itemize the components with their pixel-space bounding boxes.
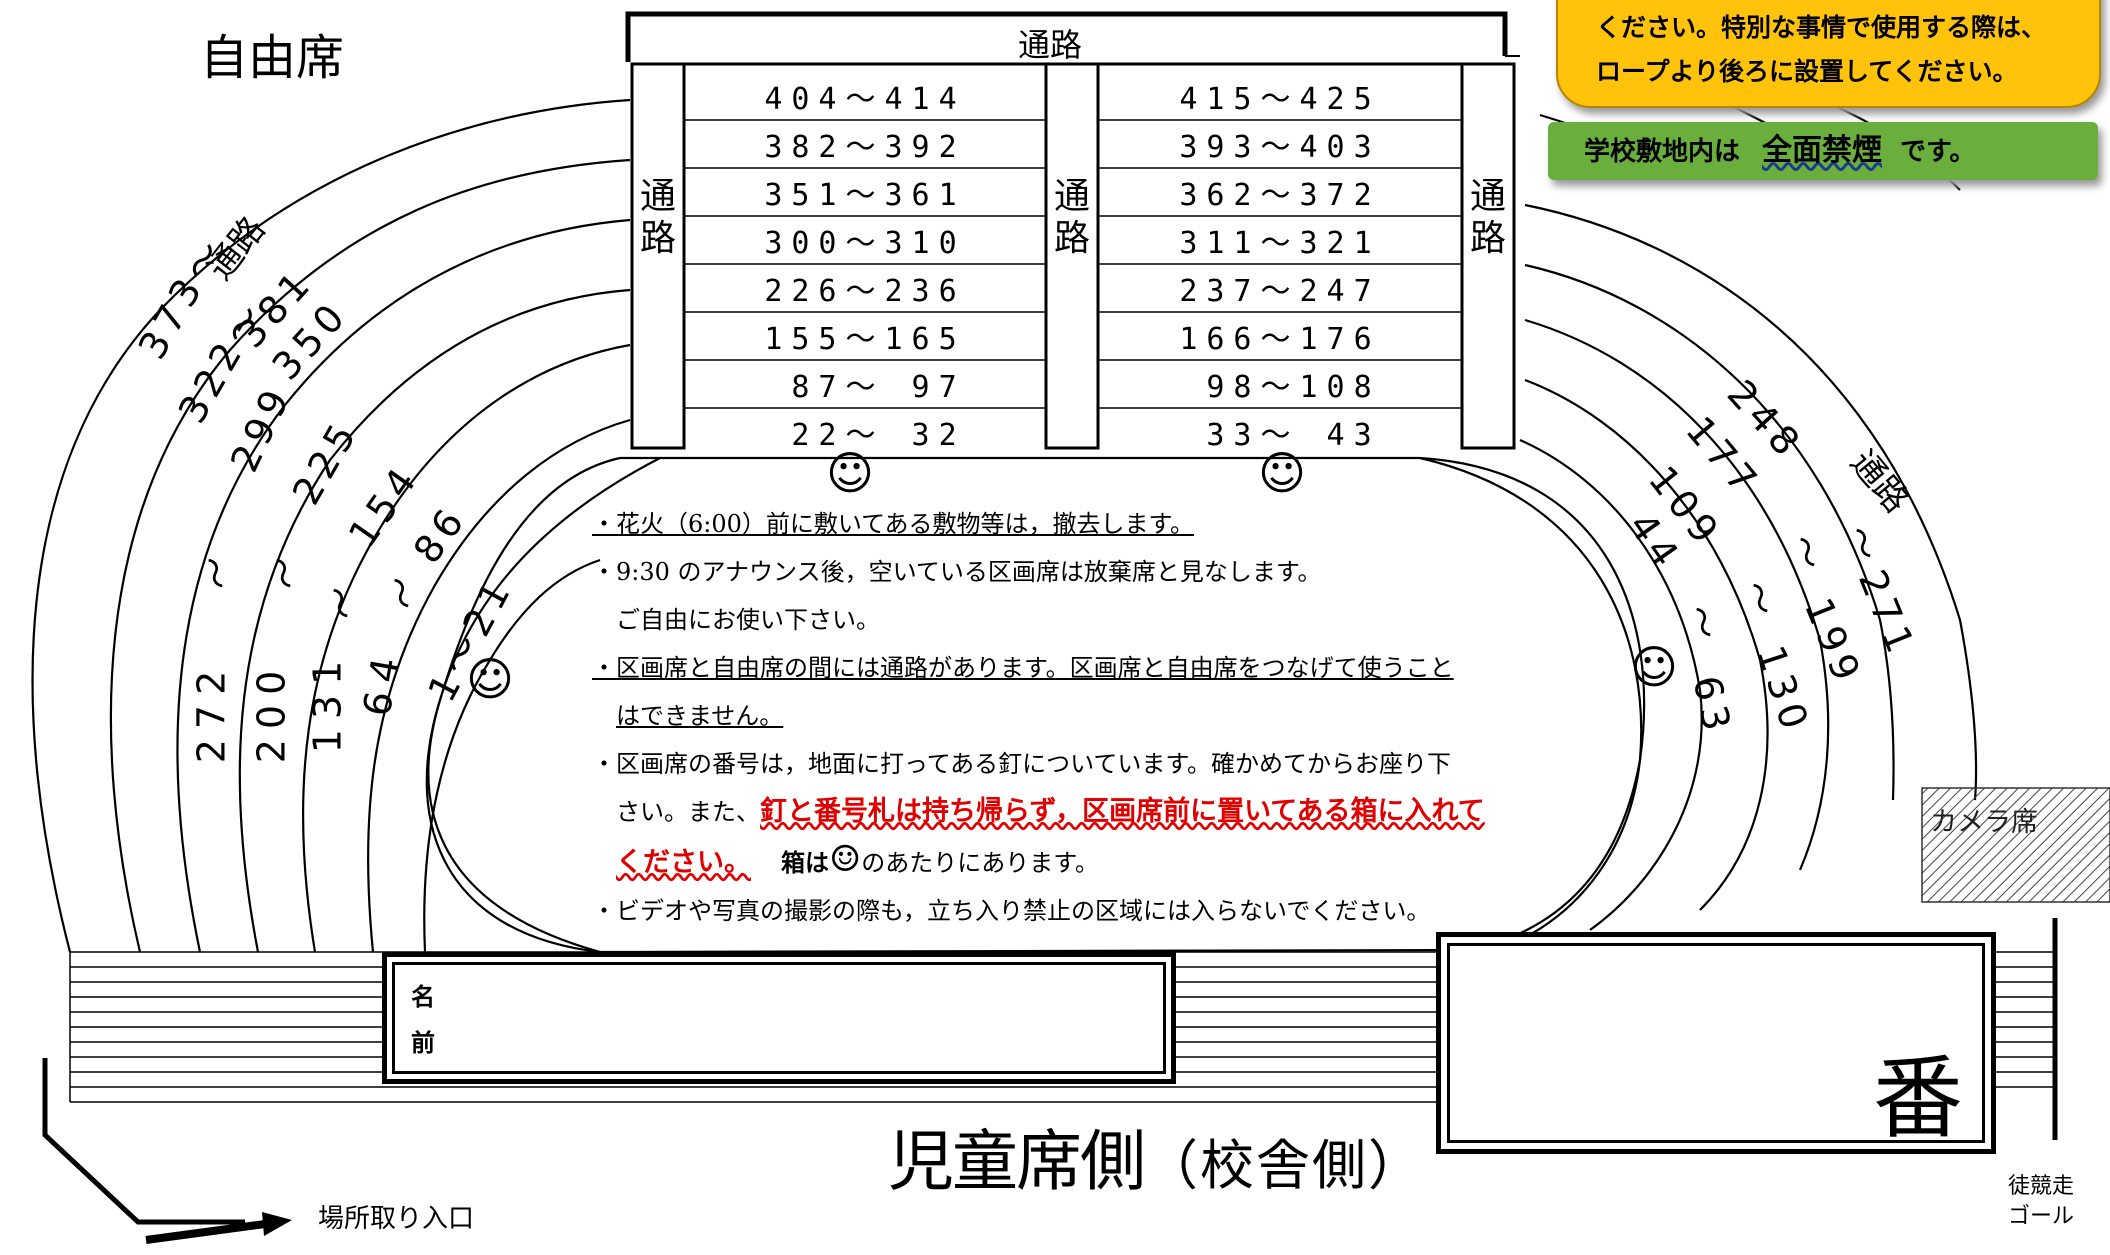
seat-range-left: 155〜165 <box>764 322 966 357</box>
smiley-icon: ☺ <box>829 839 862 880</box>
seat-range-right: 166〜176 <box>1179 322 1381 357</box>
right-stand-arcs <box>1419 93 1978 941</box>
name-box: 名 前 <box>382 952 1176 1084</box>
box-location-smiley-icon: ☺ <box>826 446 874 500</box>
note-aisle: ・区画席と自由席の間には通路があります。区画席と自由席をつなげて使うこと <box>592 654 1454 682</box>
note-numbers-red-2: ください。 <box>616 847 751 878</box>
seat-range-left: 226〜236 <box>764 274 966 309</box>
seat-range-left: 87〜 97 <box>764 370 966 405</box>
aisle-vertical-middle: 通路 <box>1050 176 1094 260</box>
name-label-1: 名 <box>411 983 435 1011</box>
notice-rope-line1: ください。特別な事情で使用する際は、 <box>1596 13 2047 42</box>
note-numbers-3: ください。 箱は☺のあたりにあります。 <box>592 836 1485 887</box>
no-smoking-prefix: 学校敷地内は <box>1584 137 1741 167</box>
aisle-char: 通 <box>1469 176 1506 217</box>
seat-range-right: 393〜403 <box>1179 130 1381 165</box>
aisle-char: 路 <box>1469 218 1506 259</box>
camera-seat-label: カメラ席 <box>1930 807 2038 838</box>
left-stand-arcs <box>31 98 661 954</box>
seat-range-left: 382〜392 <box>764 130 966 165</box>
aisle-char: 路 <box>639 218 676 259</box>
seat-range-right: 33〜 43 <box>1179 418 1381 453</box>
note-numbers-2: さい。また、釘と番号札は持ち帰らず，区画席前に置いてある箱に入れて <box>592 788 1485 836</box>
note-box-tail: のあたりにあります。 <box>861 849 1099 877</box>
kids-side-main: 児童席側 <box>888 1123 1146 1200</box>
goal-label-1: 徒競走 <box>2007 1174 2074 1199</box>
seat-range-left: 300〜310 <box>764 226 966 261</box>
entrance-arrow <box>262 1212 292 1236</box>
note-video: ・ビデオや写真の撮影の際も，立ち入り禁止の区域には入らないでください。 <box>592 897 1431 925</box>
entrance-path <box>42 1058 266 1244</box>
box-location-smiley-icon: ☺ <box>466 652 514 706</box>
box-location-smiley-icon: ☺ <box>1258 446 1306 500</box>
note-numbers: ・区画席の番号は，地面に打ってある釘についています。確かめてからお座り下 <box>592 750 1451 778</box>
arc-range-end: 131 <box>305 650 350 754</box>
notice-rope: ください。特別な事情で使用する際は、 ロープより後ろに設置してください。 <box>1556 0 2101 108</box>
notice-rope-line2: ロープより後ろに設置してください。 <box>1596 57 2018 86</box>
no-smoking-suffix: です。 <box>1900 137 1976 167</box>
free-seat-label: 自由席 <box>200 30 345 86</box>
seat-range-left: 404〜414 <box>764 82 966 117</box>
note-box-label: 箱は <box>781 849 829 877</box>
notice-no-smoking: 学校敷地内は全面禁煙です。 <box>1548 122 2098 180</box>
kids-side-sub: （校舎側） <box>1144 1134 1424 1197</box>
note-fireworks: ・花火（6:00）前に敷いてある敷物等は，撤去します。 <box>592 510 1195 538</box>
aisle-vertical-left: 通路 <box>636 176 680 260</box>
arc-range-end: 272 <box>189 660 234 764</box>
aisle-top-label: 通路 <box>1018 26 1083 64</box>
aisle-vertical-right: 通路 <box>1466 176 1510 260</box>
number-box: 番 <box>1436 932 1996 1154</box>
seat-range-right: 362〜372 <box>1179 178 1381 213</box>
seat-range-left: 351〜361 <box>764 178 966 213</box>
note-aisle-2: はできません。 <box>616 702 784 730</box>
aisle-char: 路 <box>1053 218 1090 259</box>
name-label-2: 前 <box>411 1029 435 1057</box>
aisle-char: 通 <box>1053 176 1090 217</box>
arc-range-end: 200 <box>249 660 294 764</box>
goal-label: 徒競走ゴール <box>2005 1172 2077 1232</box>
center-block-frame <box>625 11 1520 450</box>
note-numbers-plain: さい。また、 <box>616 798 760 826</box>
seat-range-right: 415〜425 <box>1179 82 1381 117</box>
goal-label-2: ゴール <box>2007 1204 2074 1229</box>
seat-range-right: 98〜108 <box>1179 370 1381 405</box>
seat-range-right: 237〜247 <box>1179 274 1381 309</box>
notes-panel: ・花火（6:00）前に敷いてある敷物等は，撤去します。 ・9:30 のアナウンス… <box>592 500 1485 935</box>
no-smoking-emphasis: 全面禁煙 <box>1762 133 1883 168</box>
seat-range-left: 22〜 32 <box>764 418 966 453</box>
seat-range-right: 311〜321 <box>1179 226 1381 261</box>
entrance-label: 場所取り入口 <box>318 1204 475 1234</box>
kids-side-label: 児童席側（校舎側） <box>888 1108 1424 1204</box>
camera-area <box>1921 787 2110 903</box>
note-announcement: ・9:30 のアナウンス後，空いている区画席は放棄席と見なします。 <box>592 558 1322 586</box>
note-numbers-red: 釘と番号札は持ち帰らず，区画席前に置いてある箱に入れて <box>760 796 1485 827</box>
note-announcement-2: ご自由にお使い下さい。 <box>616 606 880 634</box>
number-label: 番 <box>1873 1046 1963 1151</box>
aisle-char: 通 <box>639 176 676 217</box>
box-location-smiley-icon: ☺ <box>1630 640 1678 694</box>
